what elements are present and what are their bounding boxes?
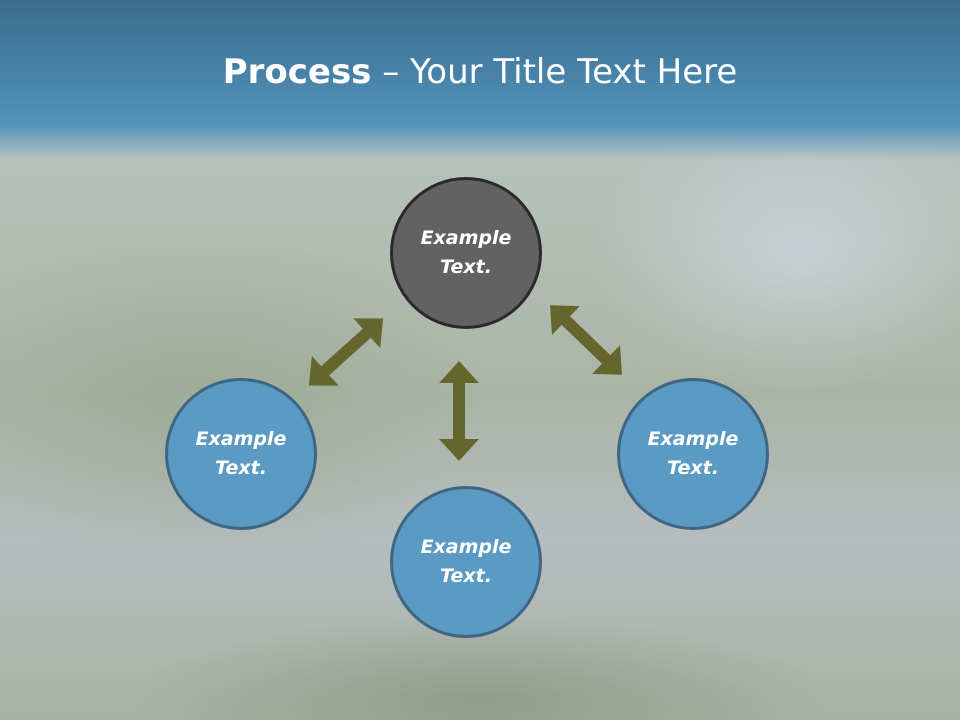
slide-title: Process – Your Title Text Here [0,52,960,92]
node-label: Example Text. [647,428,739,479]
arrow-top-left [295,303,397,401]
node-label: Example Text. [420,536,512,587]
arrow-top-right [536,290,636,390]
arrow-top-bottom [439,361,479,461]
node-top[interactable]: Example Text. [390,177,542,329]
node-label: Example Text. [195,428,287,479]
node-bottom[interactable]: Example Text. [390,486,542,638]
node-right[interactable]: Example Text. [617,378,769,530]
title-banner [0,0,960,160]
title-rest: – Your Title Text Here [371,52,738,92]
title-bold: Process [222,52,372,92]
node-label: Example Text. [420,227,512,278]
node-left[interactable]: Example Text. [165,378,317,530]
